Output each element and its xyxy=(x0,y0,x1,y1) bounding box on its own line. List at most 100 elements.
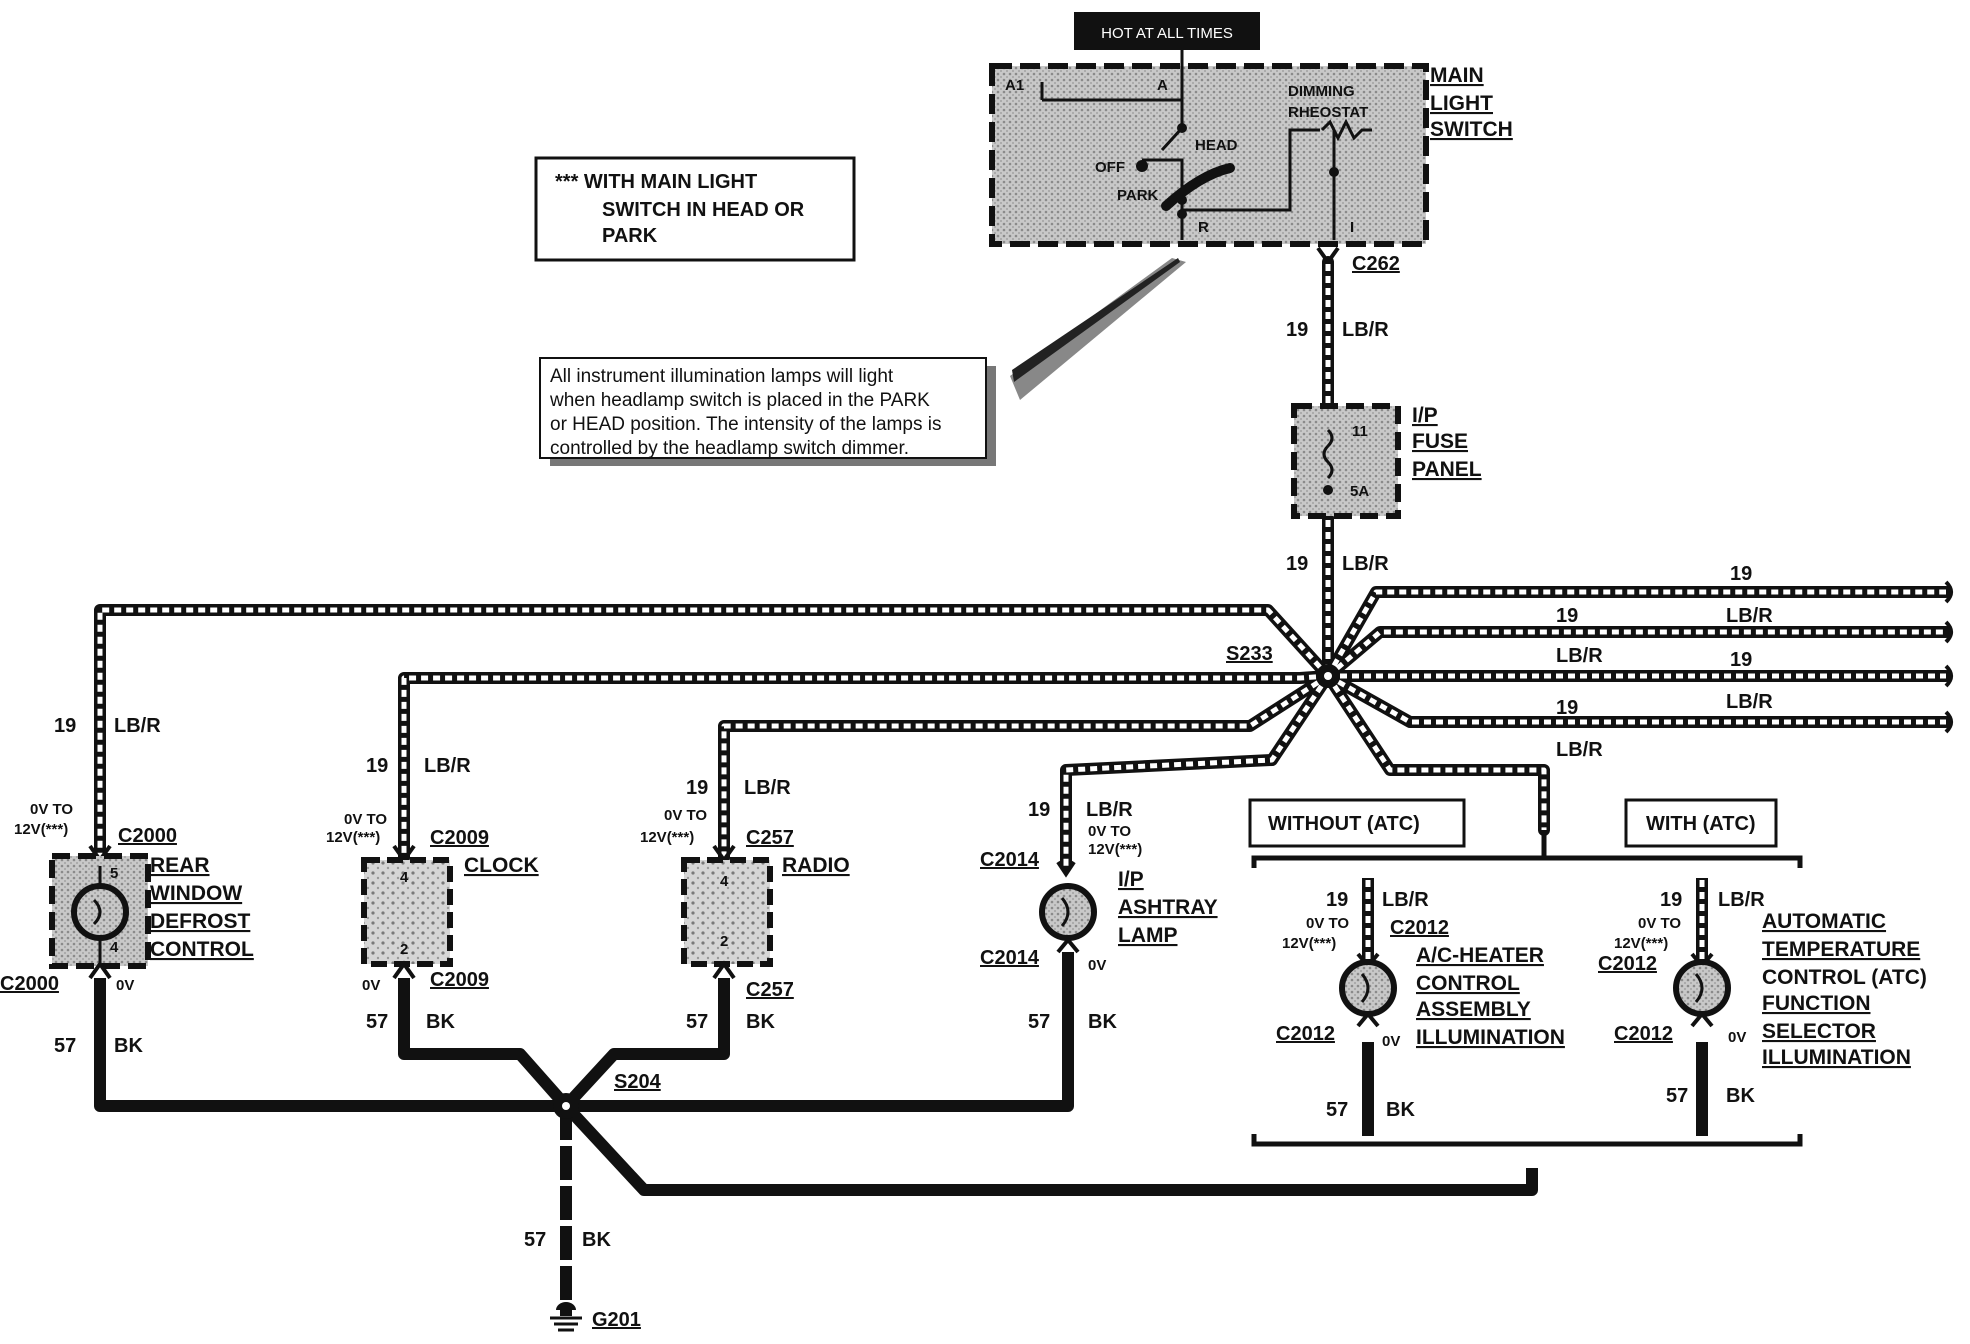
radio: 19 LB/R 0V TO 12V(***) C257 4 2 C257 RAD… xyxy=(640,777,850,1001)
svg-text:I/P: I/P xyxy=(1118,868,1144,891)
svg-text:19: 19 xyxy=(1556,697,1578,719)
svg-text:0V TO: 0V TO xyxy=(344,811,387,828)
svg-text:BK: BK xyxy=(114,1035,143,1057)
svg-text:0V TO: 0V TO xyxy=(1638,915,1681,932)
svg-text:BK: BK xyxy=(1088,1011,1117,1033)
svg-text:SELECTOR: SELECTOR xyxy=(1762,1020,1876,1043)
svg-text:4: 4 xyxy=(720,873,729,890)
svg-text:SWITCH: SWITCH xyxy=(1430,118,1513,141)
svg-text:LB/R: LB/R xyxy=(744,777,791,799)
svg-text:C2012: C2012 xyxy=(1390,917,1449,939)
svg-text:57: 57 xyxy=(54,1035,76,1057)
svg-text:CONTROL (ATC): CONTROL (ATC) xyxy=(1762,966,1927,989)
svg-text:ILLUMINATION: ILLUMINATION xyxy=(1762,1046,1911,1069)
svg-text:12V(***): 12V(***) xyxy=(326,829,380,846)
svg-text:HOT AT ALL TIMES: HOT AT ALL TIMES xyxy=(1101,25,1233,42)
svg-text:WINDOW: WINDOW xyxy=(150,882,242,905)
svg-text:ASHTRAY: ASHTRAY xyxy=(1118,896,1218,919)
svg-text:A1: A1 xyxy=(1005,77,1024,94)
svg-text:LAMP: LAMP xyxy=(1118,924,1178,947)
svg-text:19: 19 xyxy=(54,715,76,737)
ac-heater-control-illumination: 19 LB/R 0V TO 12V(***) C2012 C2012 0V 57… xyxy=(1276,878,1565,1136)
svg-text:LB/R: LB/R xyxy=(1382,889,1429,911)
svg-text:PARK: PARK xyxy=(1117,187,1159,204)
svg-text:LIGHT: LIGHT xyxy=(1430,92,1493,115)
svg-text:0V: 0V xyxy=(1728,1029,1746,1046)
svg-text:when headlamp switch is placed: when headlamp switch is placed in the PA… xyxy=(549,390,930,411)
svg-text:19: 19 xyxy=(1730,563,1752,585)
svg-text:19: 19 xyxy=(1028,799,1050,821)
svg-text:A/C-HEATER: A/C-HEATER xyxy=(1416,944,1544,967)
atc-function-selector-illumination: 19 LB/R 0V TO 12V(***) C2012 C2012 0V 57… xyxy=(1598,878,1927,1136)
svg-text:LB/R: LB/R xyxy=(1556,645,1603,667)
svg-text:CONTROL: CONTROL xyxy=(1416,972,1520,995)
svg-text:12V(***): 12V(***) xyxy=(640,829,694,846)
svg-text:4: 4 xyxy=(400,869,409,886)
illumination-callout: All instrument illumination lamps will l… xyxy=(539,258,1186,466)
svg-text:19: 19 xyxy=(366,755,388,777)
svg-text:0V: 0V xyxy=(116,977,134,994)
svg-text:C2012: C2012 xyxy=(1598,953,1657,975)
svg-text:FUSE: FUSE xyxy=(1412,430,1468,453)
hot-at-all-times-label: HOT AT ALL TIMES xyxy=(1074,12,1260,50)
svg-text:ASSEMBLY: ASSEMBLY xyxy=(1416,998,1531,1021)
svg-text:C2000: C2000 xyxy=(0,973,59,995)
svg-text:I/P: I/P xyxy=(1412,404,1438,427)
svg-text:LB/R: LB/R xyxy=(1086,799,1133,821)
svg-text:*** WITH MAIN LIGHT: *** WITH MAIN LIGHT xyxy=(555,171,757,193)
svg-text:A: A xyxy=(1157,77,1168,94)
svg-text:19: 19 xyxy=(1286,553,1308,575)
svg-text:C257: C257 xyxy=(746,979,794,1001)
svg-text:C2012: C2012 xyxy=(1614,1023,1673,1045)
svg-text:4: 4 xyxy=(110,939,119,956)
svg-text:BK: BK xyxy=(746,1011,775,1033)
svg-text:0V TO: 0V TO xyxy=(1306,915,1349,932)
svg-text:19: 19 xyxy=(686,777,708,799)
svg-text:FUNCTION: FUNCTION xyxy=(1762,992,1871,1015)
ip-fuse-panel: 11 5A I/P FUSE PANEL xyxy=(1291,403,1482,519)
svg-text:0V: 0V xyxy=(1088,957,1106,974)
svg-text:19: 19 xyxy=(1556,605,1578,627)
svg-text:57: 57 xyxy=(1666,1085,1688,1107)
svg-text:or HEAD position. The intensit: or HEAD position. The intensity of the l… xyxy=(550,414,941,435)
svg-text:DEFROST: DEFROST xyxy=(150,910,251,933)
svg-text:5: 5 xyxy=(110,865,118,882)
svg-text:LB/R: LB/R xyxy=(114,715,161,737)
svg-text:All instrument illumination la: All instrument illumination lamps will l… xyxy=(550,366,894,387)
svg-text:DIMMING: DIMMING xyxy=(1288,83,1355,100)
svg-text:57: 57 xyxy=(366,1011,388,1033)
svg-text:12V(***): 12V(***) xyxy=(14,821,68,838)
svg-text:LB/R: LB/R xyxy=(424,755,471,777)
svg-text:C2000: C2000 xyxy=(118,825,177,847)
svg-text:C257: C257 xyxy=(746,827,794,849)
bk-ground-wires xyxy=(94,952,1538,1196)
svg-text:S233: S233 xyxy=(1226,643,1273,665)
splice-s204: S204 xyxy=(553,1071,662,1119)
svg-text:CONTROL: CONTROL xyxy=(150,938,254,961)
svg-text:57: 57 xyxy=(686,1011,708,1033)
ip-ashtray-lamp: 19 LB/R 0V TO 12V(***) C2014 C2014 0V I/… xyxy=(980,799,1218,974)
svg-text:LB/R: LB/R xyxy=(1718,889,1765,911)
svg-text:12V(***): 12V(***) xyxy=(1088,841,1142,858)
svg-text:11: 11 xyxy=(1352,423,1368,440)
svg-text:TEMPERATURE: TEMPERATURE xyxy=(1762,938,1920,961)
svg-text:0V TO: 0V TO xyxy=(664,807,707,824)
svg-text:5A: 5A xyxy=(1350,483,1369,500)
svg-text:57: 57 xyxy=(1326,1099,1348,1121)
svg-text:BK: BK xyxy=(1726,1085,1755,1107)
svg-text:C2012: C2012 xyxy=(1276,1023,1335,1045)
svg-text:2: 2 xyxy=(720,933,728,950)
svg-text:OFF: OFF xyxy=(1095,159,1125,176)
svg-text:12V(***): 12V(***) xyxy=(1282,935,1336,952)
svg-text:G201: G201 xyxy=(592,1309,641,1331)
svg-text:19: 19 xyxy=(1286,319,1308,341)
svg-text:SWITCH IN HEAD OR: SWITCH IN HEAD OR xyxy=(602,199,805,221)
svg-text:controlled by the headlamp swi: controlled by the headlamp switch dimmer… xyxy=(550,438,909,459)
svg-text:19: 19 xyxy=(1730,649,1752,671)
svg-text:PARK: PARK xyxy=(602,225,658,247)
svg-text:I: I xyxy=(1350,219,1354,236)
svg-text:LB/R: LB/R xyxy=(1342,553,1389,575)
svg-text:2: 2 xyxy=(400,941,408,958)
svg-text:WITH (ATC): WITH (ATC) xyxy=(1646,813,1756,835)
svg-text:19: 19 xyxy=(1660,889,1682,911)
